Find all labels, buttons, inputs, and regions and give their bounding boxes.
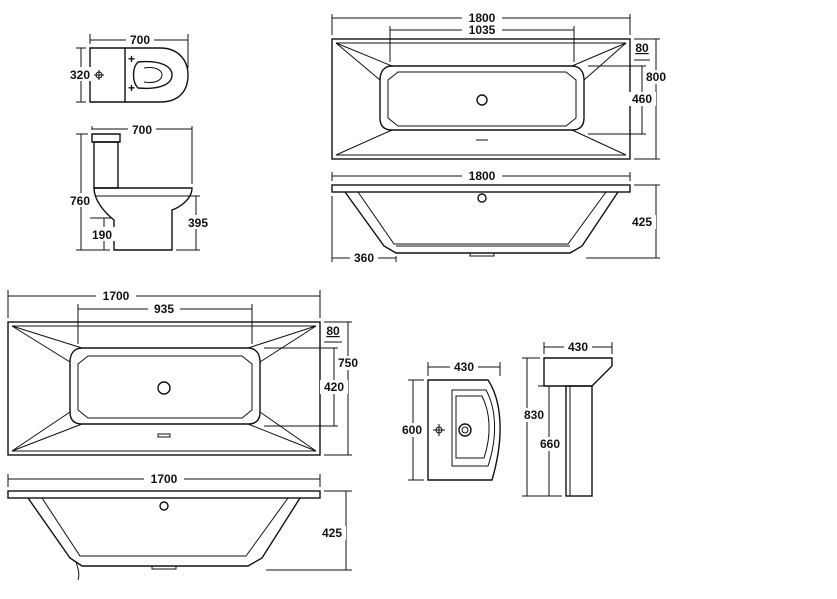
basin-pedestal-label: 660 [540, 437, 560, 451]
bath-1800-width-label: 800 [646, 70, 666, 84]
toilet-side-view: 700 760 190 395 [66, 122, 212, 251]
toilet-outlet-label: 190 [92, 228, 112, 242]
bath-1800-rim-label: 80 [635, 41, 649, 55]
bath-1700-depth-label: 425 [322, 526, 342, 540]
toilet-plan-depth-label: 320 [70, 68, 90, 82]
basin-side-width-label: 430 [568, 340, 588, 354]
bath-1700-inner-length-label: 935 [154, 302, 174, 316]
bath-1800-inner-width-label: 460 [632, 92, 652, 106]
svg-text:+: + [128, 81, 135, 95]
bath-1700-width-label: 750 [338, 356, 358, 370]
toilet-plan-width-label: 700 [130, 33, 150, 47]
bath-1700-plan-view: 1700 935 80 750 420 [7, 289, 362, 456]
basin-width-label: 430 [454, 360, 474, 374]
basin-height-label: 830 [524, 408, 544, 422]
bath-1700-inner-width-label: 420 [324, 380, 344, 394]
bath-1700-side-length-label: 1700 [151, 472, 178, 486]
bath-1800-side-length-label: 1800 [469, 169, 496, 183]
bath-1800-inner-length-label: 1035 [469, 23, 496, 37]
toilet-pan-height-label: 395 [188, 216, 208, 230]
bath-1700-side-view: 1700 425 [7, 472, 352, 581]
bath-1800-foot-label: 360 [354, 251, 374, 265]
toilet-plan-view: + + 700 320 [66, 32, 189, 103]
toilet-height-label: 760 [70, 194, 90, 208]
bath-1800-length-label: 1800 [469, 11, 496, 25]
bath-1700-rim-label: 80 [326, 324, 340, 338]
basin-side-view: 430 830 660 [520, 340, 613, 497]
svg-text:+: + [128, 52, 135, 66]
basin-plan-view: 430 600 [398, 360, 501, 481]
toilet-side-width-label: 700 [132, 123, 152, 137]
bath-1800-depth-label: 425 [632, 215, 652, 229]
bath-1800-plan-view: 1800 1035 80 800 460 [331, 11, 670, 160]
bath-1800-side-view: 1800 425 360 [331, 169, 660, 265]
basin-depth-label: 600 [402, 423, 422, 437]
bath-1700-length-label: 1700 [103, 289, 130, 303]
